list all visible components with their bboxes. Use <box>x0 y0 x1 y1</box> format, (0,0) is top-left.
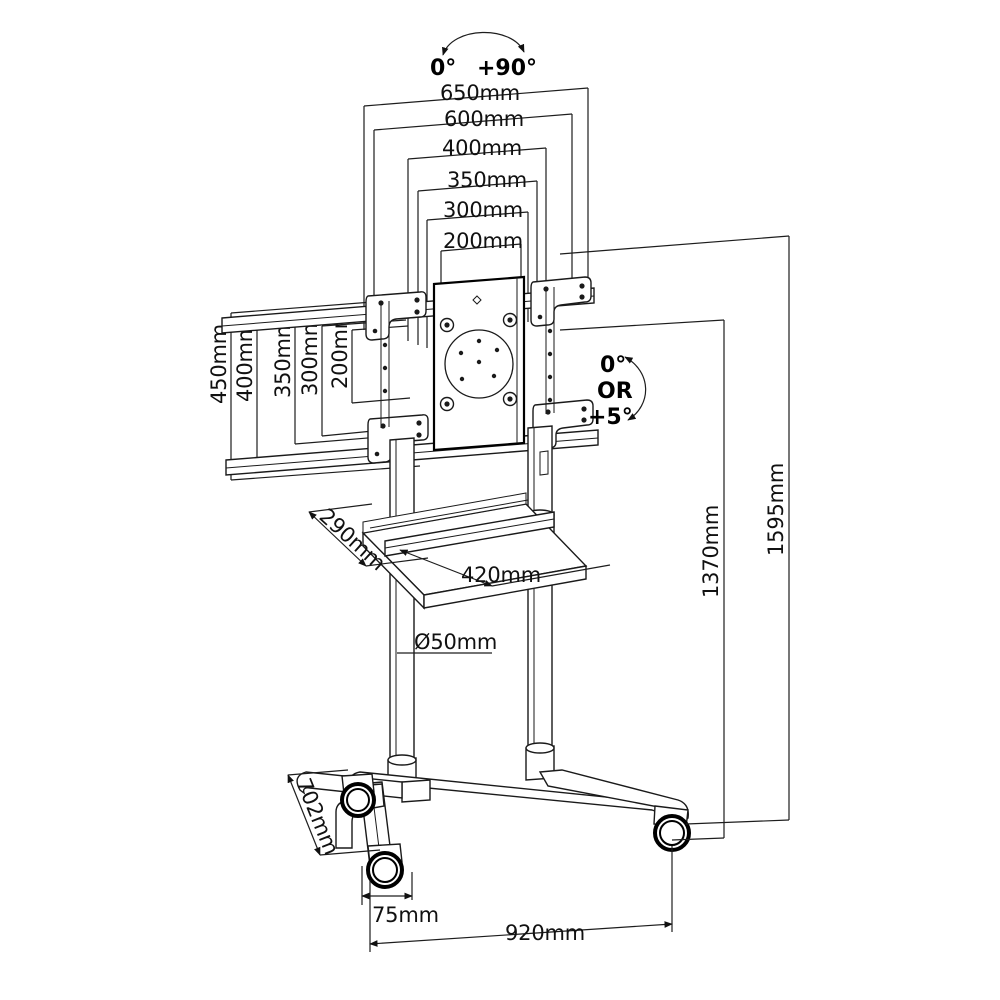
dim-600mm: 600mm <box>373 107 573 335</box>
rotation-angle-indicator: 0° +90° <box>430 31 537 81</box>
dim-v-450mm-label: 450mm <box>207 324 231 404</box>
height-dimensions: 1370mm 1595mm <box>559 235 790 841</box>
dim-v-300mm: 300mm <box>298 316 415 437</box>
caster-wheel-front-left <box>366 843 404 889</box>
dim-350mm-label: 350mm <box>447 168 527 192</box>
dim-1370mm-label: 1370mm <box>699 505 723 598</box>
caster-wheel-rear-left <box>340 773 376 818</box>
dim-caster-offset-label: 75mm <box>372 903 439 927</box>
rotation-from-label: 0° <box>430 56 456 81</box>
bracket-hook-upper-right <box>530 276 592 327</box>
rotation-to-label: +90° <box>477 56 537 81</box>
tv-mount-bracket <box>221 275 599 476</box>
dim-350mm: 350mm <box>417 168 538 345</box>
dim-shelf-width-label: 420mm <box>461 563 541 587</box>
vertical-columns <box>387 425 555 793</box>
tilt-label-line1: 0° <box>600 353 626 378</box>
tilt-angle-indicator: 0° OR +5° <box>588 353 647 430</box>
dim-1370mm: 1370mm <box>559 319 725 841</box>
dim-shelf-width: 420mm <box>399 549 611 587</box>
dim-column-diameter: Ø50mm <box>397 630 497 654</box>
dim-200mm-label: 200mm <box>443 229 523 253</box>
caster-wheel-front-right <box>653 805 691 852</box>
tilt-label-line3: +5° <box>588 405 633 430</box>
base-assembly <box>296 769 691 889</box>
bracket-hook-upper-left <box>365 291 427 341</box>
dim-300mm-label: 300mm <box>443 198 523 222</box>
dim-v-350mm-label: 350mm <box>271 318 295 398</box>
dim-300mm: 300mm <box>426 198 529 348</box>
dim-v-400mm-label: 400mm <box>233 322 257 402</box>
dim-base-width: 920mm <box>369 846 673 952</box>
dim-1595mm: 1595mm <box>559 235 790 825</box>
dim-1595mm-label: 1595mm <box>764 463 788 556</box>
dim-600mm-label: 600mm <box>444 107 524 131</box>
dim-650mm-label: 650mm <box>440 81 520 105</box>
dim-200mm: 200mm <box>440 229 523 352</box>
vesa-center-plate <box>432 275 526 452</box>
dim-v-300mm-label: 300mm <box>298 316 322 396</box>
dim-column-diameter-label: Ø50mm <box>414 630 497 654</box>
dim-base-width-label: 920mm <box>505 921 585 945</box>
tilt-label-line2: OR <box>597 379 633 404</box>
dim-650mm: 650mm <box>363 81 589 330</box>
dim-400mm-label: 400mm <box>442 136 522 160</box>
